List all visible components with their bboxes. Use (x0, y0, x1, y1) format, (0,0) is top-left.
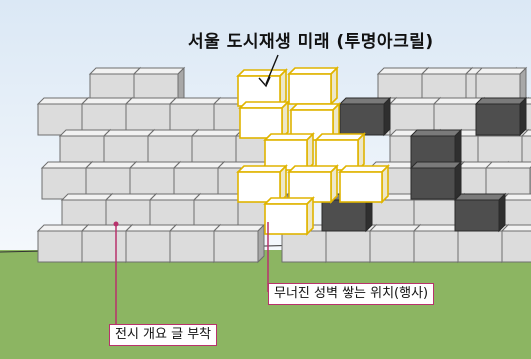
acrylic-title: 서울 도시재생 미래 (투명아크릴) (188, 32, 434, 52)
shadow-block (453, 192, 507, 233)
acrylic-block (236, 164, 288, 204)
wall-block (212, 223, 266, 264)
wall-block (84, 160, 138, 201)
wall-block (190, 128, 244, 169)
wall-block (168, 96, 222, 137)
wall-block (368, 223, 422, 264)
wall-block (102, 128, 156, 169)
wall-block (520, 129, 531, 168)
wall-block (128, 160, 182, 201)
wall-block (168, 223, 222, 264)
acrylic-block (238, 100, 290, 140)
wall-blocks (36, 66, 531, 264)
wall-block (80, 96, 134, 137)
shadow-block (409, 160, 463, 201)
wall-block (500, 224, 531, 263)
wall-block (124, 223, 178, 264)
shadow-block (474, 96, 528, 137)
wall-block (80, 223, 134, 264)
wall-block (40, 160, 94, 201)
event-location-label: 무너진 성벽 쌓는 위치(행사) (268, 283, 435, 305)
ground (0, 250, 531, 359)
acrylic-block (287, 164, 339, 204)
acrylic-block (236, 68, 288, 108)
wall-block (58, 128, 112, 169)
acrylic-block (314, 132, 366, 172)
acrylic-block (263, 196, 315, 236)
wall-block (388, 96, 442, 137)
shadow-block (409, 128, 463, 169)
wall-block (172, 160, 226, 201)
shadow-block (338, 96, 392, 137)
wall-block (146, 128, 200, 169)
acrylic-block (338, 164, 390, 204)
acrylic-block (263, 132, 315, 172)
wall-block (124, 96, 178, 137)
wall-block (36, 96, 90, 137)
wall-block (476, 128, 530, 169)
wall-block (36, 223, 90, 264)
acrylic-block (287, 66, 339, 106)
exhibit-notice-label: 전시 개요 글 부착 (109, 324, 218, 346)
